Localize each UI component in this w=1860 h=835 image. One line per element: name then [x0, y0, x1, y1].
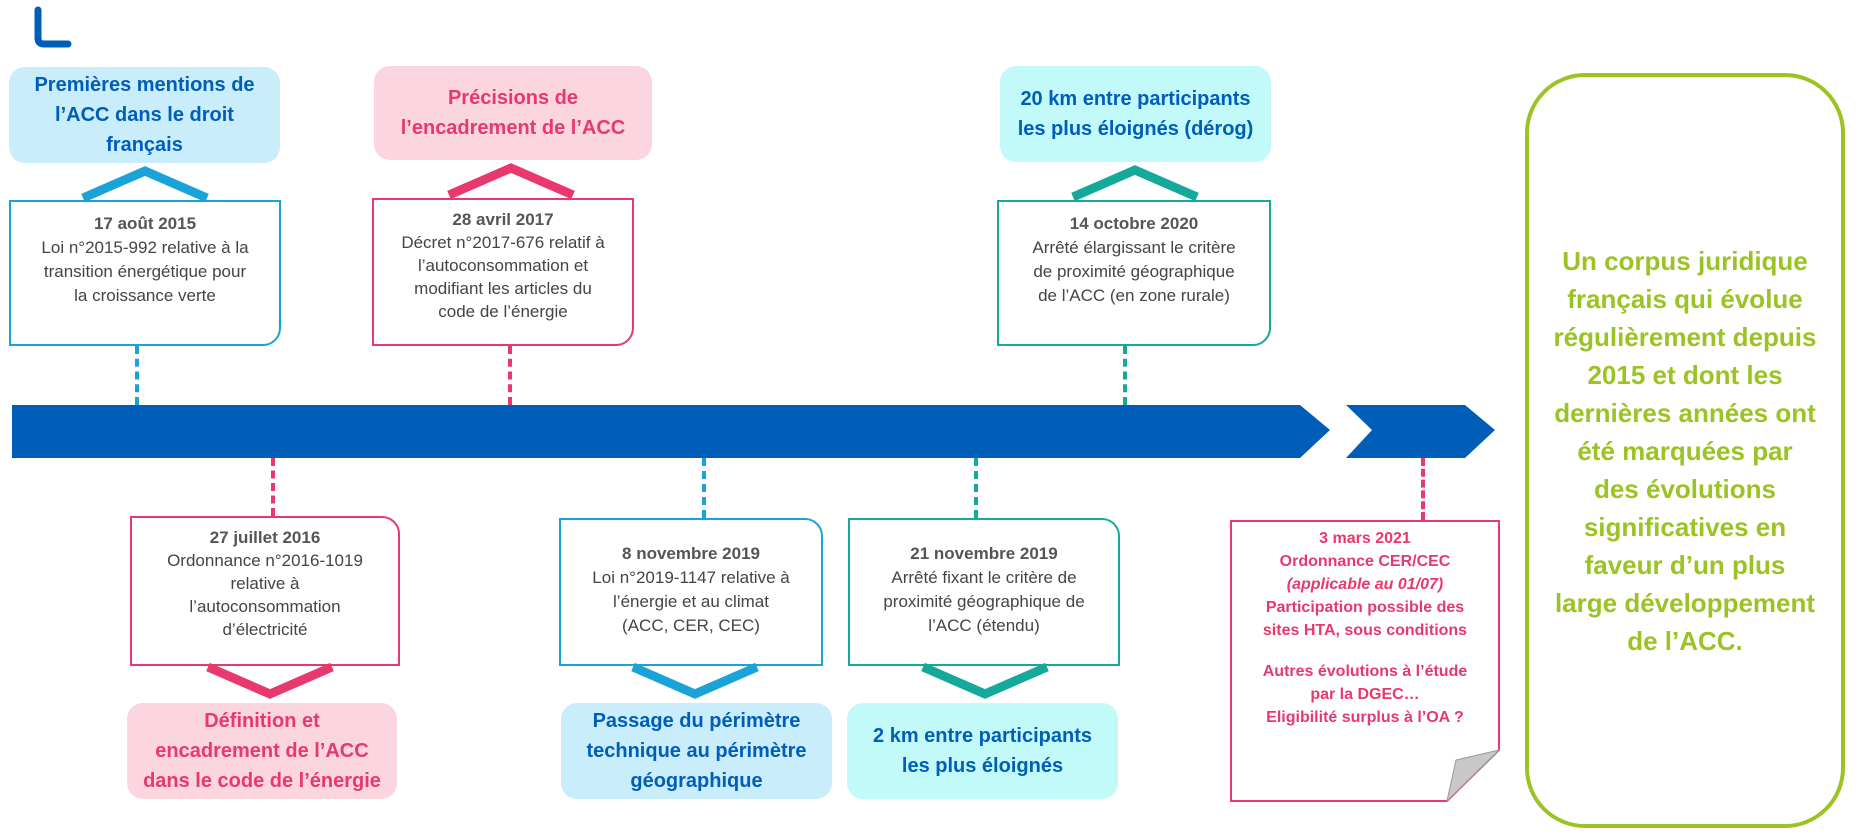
title-line: 2 km entre participants [873, 725, 1092, 747]
title-line: géographique [630, 770, 763, 792]
body-line: modifiant les articles du [414, 279, 592, 298]
summary-line: français qui évolue [1567, 283, 1803, 314]
summary-line: des évolutions [1593, 473, 1777, 504]
note-line: Autres évolutions à l’étude [1262, 663, 1468, 680]
body-line: Arrêté fixant le critère de [891, 568, 1077, 587]
top-title-1: Premières mentions de l’ACC dans le droit… [9, 67, 280, 163]
note-line: (applicable au 01/07) [1286, 576, 1444, 593]
event-date: 27 juillet 2016 [209, 528, 321, 547]
body-line: Loi n°2019-1147 relative à [592, 568, 790, 587]
timeline-arrow [12, 405, 1495, 458]
event-card-2017: 28 avril 2017 Décret n°2017-676 relatif … [372, 198, 634, 346]
body-line: proximité géographique de [883, 592, 1085, 611]
body-line: code de l’énergie [438, 302, 568, 321]
title-line: l’ACC dans le droit [55, 104, 234, 126]
event-date: 28 avril 2017 [452, 210, 554, 229]
body-line: Loi n°2015-992 relative à la [41, 238, 249, 257]
chevron-down-icon [631, 662, 759, 699]
title-line: technique au périmètre [586, 740, 807, 762]
title-line: les plus éloignés (dérog) [1017, 118, 1254, 140]
body-line: relative à [230, 574, 300, 593]
bottom-title-2: Passage du périmètre technique au périmèt… [561, 703, 832, 799]
top-title-2: Précisions de l’encadrement de l’ACC [374, 66, 652, 160]
summary-box: Un corpus juridique français qui évolue … [1525, 73, 1845, 828]
summary-line: faveur d’un plus [1584, 549, 1786, 580]
event-card-2020: 14 octobre 2020 Arrêté élargissant le cr… [997, 200, 1271, 346]
title-line: dans le code de l’énergie [143, 770, 381, 792]
body-line: de l’ACC (en zone rurale) [1038, 286, 1230, 305]
note-spacer [1234, 642, 1496, 660]
chevron-down-icon [206, 662, 334, 699]
connector-line [1123, 346, 1127, 405]
body-line: (ACC, CER, CEC) [622, 616, 760, 635]
note-line: 3 mars 2021 [1319, 530, 1411, 547]
event-card-2015: 17 août 2015 Loi n°2015-992 relative à l… [9, 200, 281, 346]
note-line: Ordonnance CER/CEC [1279, 553, 1451, 570]
note-text: 3 mars 2021 Ordonnance CER/CEC (applicab… [1234, 527, 1496, 729]
body-line: l’autoconsommation [189, 597, 341, 616]
title-line: français [106, 134, 183, 156]
title-line: 20 km entre participants [1020, 88, 1251, 110]
bottom-title-3: 2 km entre participants les plus éloignés [847, 703, 1118, 799]
connector-line [702, 458, 706, 518]
event-date: 14 octobre 2020 [1069, 214, 1199, 233]
title-line: les plus éloignés [901, 755, 1064, 777]
title-line: Passage du périmètre [592, 710, 801, 732]
summary-line: été marquées par [1577, 435, 1793, 466]
chevron-up-icon [1071, 165, 1199, 202]
body-line: Décret n°2017-676 relatif à [401, 233, 605, 252]
body-line: l’ACC (étendu) [928, 616, 1040, 635]
summary-line: Un corpus juridique [1562, 245, 1808, 276]
title-line: Premières mentions de [34, 74, 255, 96]
summary-line: significatives en [1583, 511, 1787, 542]
summary-line: 2015 et dont les [1587, 359, 1783, 390]
summary-line: de l’ACC. [1627, 625, 1743, 656]
note-line: sites HTA, sous conditions [1262, 622, 1468, 639]
connector-line [508, 346, 512, 405]
summary-line: large développement [1554, 587, 1816, 618]
event-card-2016: 27 juillet 2016 Ordonnance n°2016-1019 r… [130, 516, 400, 666]
event-card-2019-nov-8: 8 novembre 2019 Loi n°2019-1147 relative… [559, 518, 823, 666]
connector-line [1421, 458, 1425, 520]
body-line: l’autoconsommation et [417, 256, 589, 275]
note-line: Eligibilité surplus à l’OA ? [1266, 709, 1464, 726]
connector-line [974, 458, 978, 518]
chevron-up-icon [81, 166, 209, 203]
chevron-up-icon [447, 163, 575, 200]
event-date: 8 novembre 2019 [622, 544, 760, 563]
body-line: Ordonnance n°2016-1019 [167, 551, 363, 570]
event-card-2019-nov-21: 21 novembre 2019 Arrêté fixant le critèr… [848, 518, 1120, 666]
summary-line: régulièrement depuis [1553, 321, 1817, 352]
event-date: 17 août 2015 [93, 214, 197, 233]
body-line: de proximité géographique [1033, 262, 1235, 281]
body-line: transition énergétique pour [43, 262, 247, 281]
connector-line [271, 458, 275, 516]
note-line: par la DGEC… [1310, 686, 1420, 703]
bottom-title-1: Définition et encadrement de l’ACC dans le… [127, 703, 397, 799]
summary-line: dernières années ont [1554, 397, 1816, 428]
corner-bracket-icon [34, 6, 72, 48]
chevron-down-icon [921, 662, 1049, 699]
connector-line [135, 346, 139, 405]
body-line: d’électricité [222, 620, 308, 639]
title-line: l’encadrement de l’ACC [400, 117, 626, 139]
title-line: Précisions de [447, 87, 579, 109]
title-line: Définition et [204, 710, 320, 732]
top-title-3: 20 km entre participants les plus éloigné… [1000, 66, 1271, 162]
body-line: l’énergie et au climat [613, 592, 769, 611]
title-line: encadrement de l’ACC [155, 740, 369, 762]
folded-note [1230, 520, 1500, 802]
event-date: 21 novembre 2019 [910, 544, 1058, 563]
body-line: la croissance verte [74, 286, 216, 305]
body-line: Arrêté élargissant le critère [1032, 238, 1236, 257]
note-line: Participation possible des [1265, 599, 1465, 616]
